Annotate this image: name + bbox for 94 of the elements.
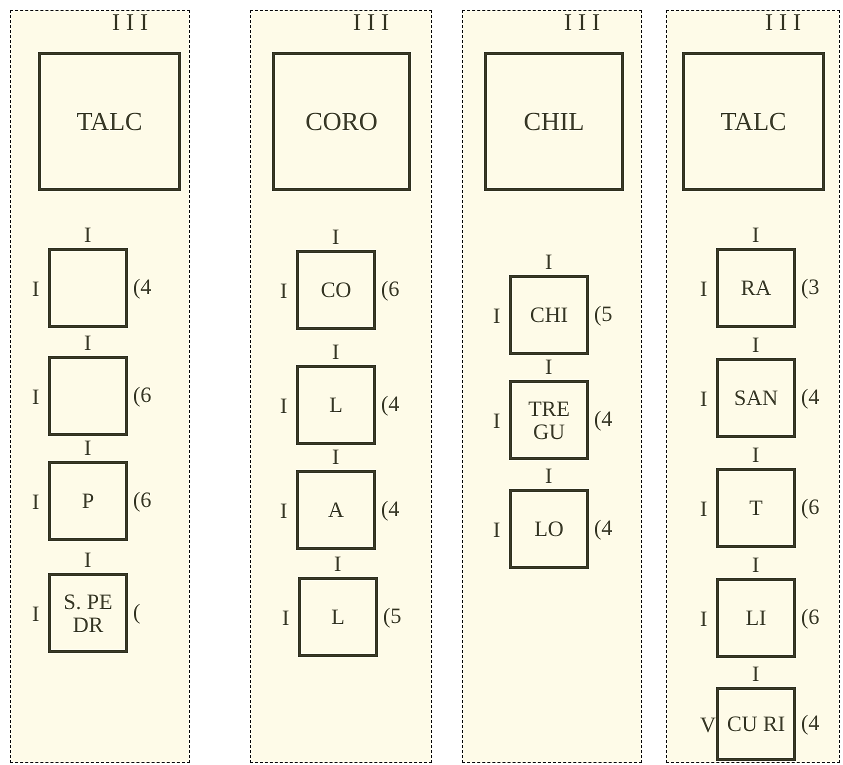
- side-note: (: [133, 601, 140, 623]
- side-mark: V: [700, 714, 716, 736]
- label-box: [716, 578, 796, 658]
- label-box: [38, 52, 181, 191]
- side-mark: I: [282, 607, 290, 629]
- box-label: RA: [740, 276, 772, 300]
- top-mark: I: [332, 446, 340, 468]
- box-label: LI: [744, 606, 768, 630]
- side-note: (3: [801, 276, 820, 298]
- empty-box: [48, 356, 128, 436]
- side-note: (6: [801, 496, 820, 518]
- box-label: CORO: [305, 108, 378, 136]
- empty-box: [48, 248, 128, 328]
- label-box: [296, 470, 376, 550]
- side-note: (6: [381, 278, 400, 300]
- label-box: [716, 358, 796, 438]
- box-label: CO: [320, 278, 352, 302]
- label-box: [716, 468, 796, 548]
- side-mark: I: [700, 388, 708, 410]
- top-mark: I: [334, 553, 342, 575]
- column-heading: I I I: [764, 11, 802, 35]
- column-panel: [10, 10, 190, 763]
- box-label: A: [327, 498, 345, 522]
- box-label: CHIL: [524, 108, 584, 136]
- side-mark: I: [700, 608, 708, 630]
- side-mark: I: [280, 395, 288, 417]
- top-mark: I: [84, 224, 92, 246]
- column-heading: I I I: [563, 11, 601, 35]
- label-box: [716, 248, 796, 328]
- side-mark: I: [493, 410, 500, 432]
- top-mark: I: [752, 444, 760, 466]
- label-box: [716, 687, 796, 761]
- top-mark: I: [332, 226, 340, 248]
- column-heading: I I I: [111, 11, 149, 35]
- side-note: (5: [594, 303, 612, 325]
- side-note: (4: [381, 498, 400, 520]
- side-note: (4: [133, 276, 152, 298]
- top-mark: I: [545, 251, 552, 273]
- side-mark: I: [280, 500, 288, 522]
- label-box: [509, 275, 589, 355]
- side-note: (4: [801, 386, 820, 408]
- side-note: (5: [383, 605, 402, 627]
- box-label: L: [330, 605, 346, 629]
- side-mark: I: [700, 498, 708, 520]
- top-mark: I: [84, 437, 92, 459]
- top-mark: I: [545, 356, 552, 378]
- side-mark: I: [280, 280, 288, 302]
- box-label: L: [328, 393, 344, 417]
- side-note: (6: [133, 384, 152, 406]
- side-mark: I: [700, 278, 708, 300]
- top-mark: I: [332, 341, 340, 363]
- box-label: CU RI: [726, 712, 786, 736]
- column-panel: [250, 10, 432, 763]
- top-mark: I: [84, 549, 92, 571]
- side-note: (4: [594, 408, 612, 430]
- label-box: [48, 573, 128, 653]
- side-mark: I: [32, 278, 40, 300]
- box-label: LO: [533, 517, 565, 541]
- top-mark: I: [752, 554, 760, 576]
- box-label: P: [80, 489, 96, 513]
- box-label: CHI: [529, 303, 569, 327]
- top-mark: I: [752, 224, 760, 246]
- side-mark: I: [493, 305, 500, 327]
- box-label: TALC: [720, 108, 786, 136]
- top-mark: I: [752, 663, 760, 685]
- label-box: [296, 365, 376, 445]
- column-panel: [666, 10, 840, 763]
- side-mark: I: [493, 519, 500, 541]
- side-note: (4: [801, 712, 820, 734]
- label-box: [682, 52, 825, 191]
- column-heading: I I I: [352, 11, 390, 35]
- side-note: (4: [594, 517, 612, 539]
- column-panel: [462, 10, 642, 763]
- box-label: TALC: [76, 108, 142, 136]
- box-label: S. PE DR: [62, 590, 114, 636]
- label-box: [509, 380, 589, 460]
- label-box: [484, 52, 624, 191]
- label-box: [272, 52, 411, 191]
- label-box: [298, 577, 378, 657]
- top-mark: I: [545, 465, 552, 487]
- label-box: [296, 250, 376, 330]
- side-mark: I: [32, 386, 40, 408]
- box-label: TRE GU: [527, 396, 571, 444]
- side-note: (6: [133, 489, 152, 511]
- box-label: T: [748, 496, 764, 520]
- label-box: [48, 461, 128, 541]
- side-mark: I: [32, 603, 40, 625]
- label-box: [509, 489, 589, 569]
- side-mark: I: [32, 491, 40, 513]
- box-label: SAN: [732, 386, 779, 410]
- side-note: (4: [381, 393, 400, 415]
- side-note: (6: [801, 606, 820, 628]
- top-mark: I: [84, 332, 92, 354]
- top-mark: I: [752, 334, 760, 356]
